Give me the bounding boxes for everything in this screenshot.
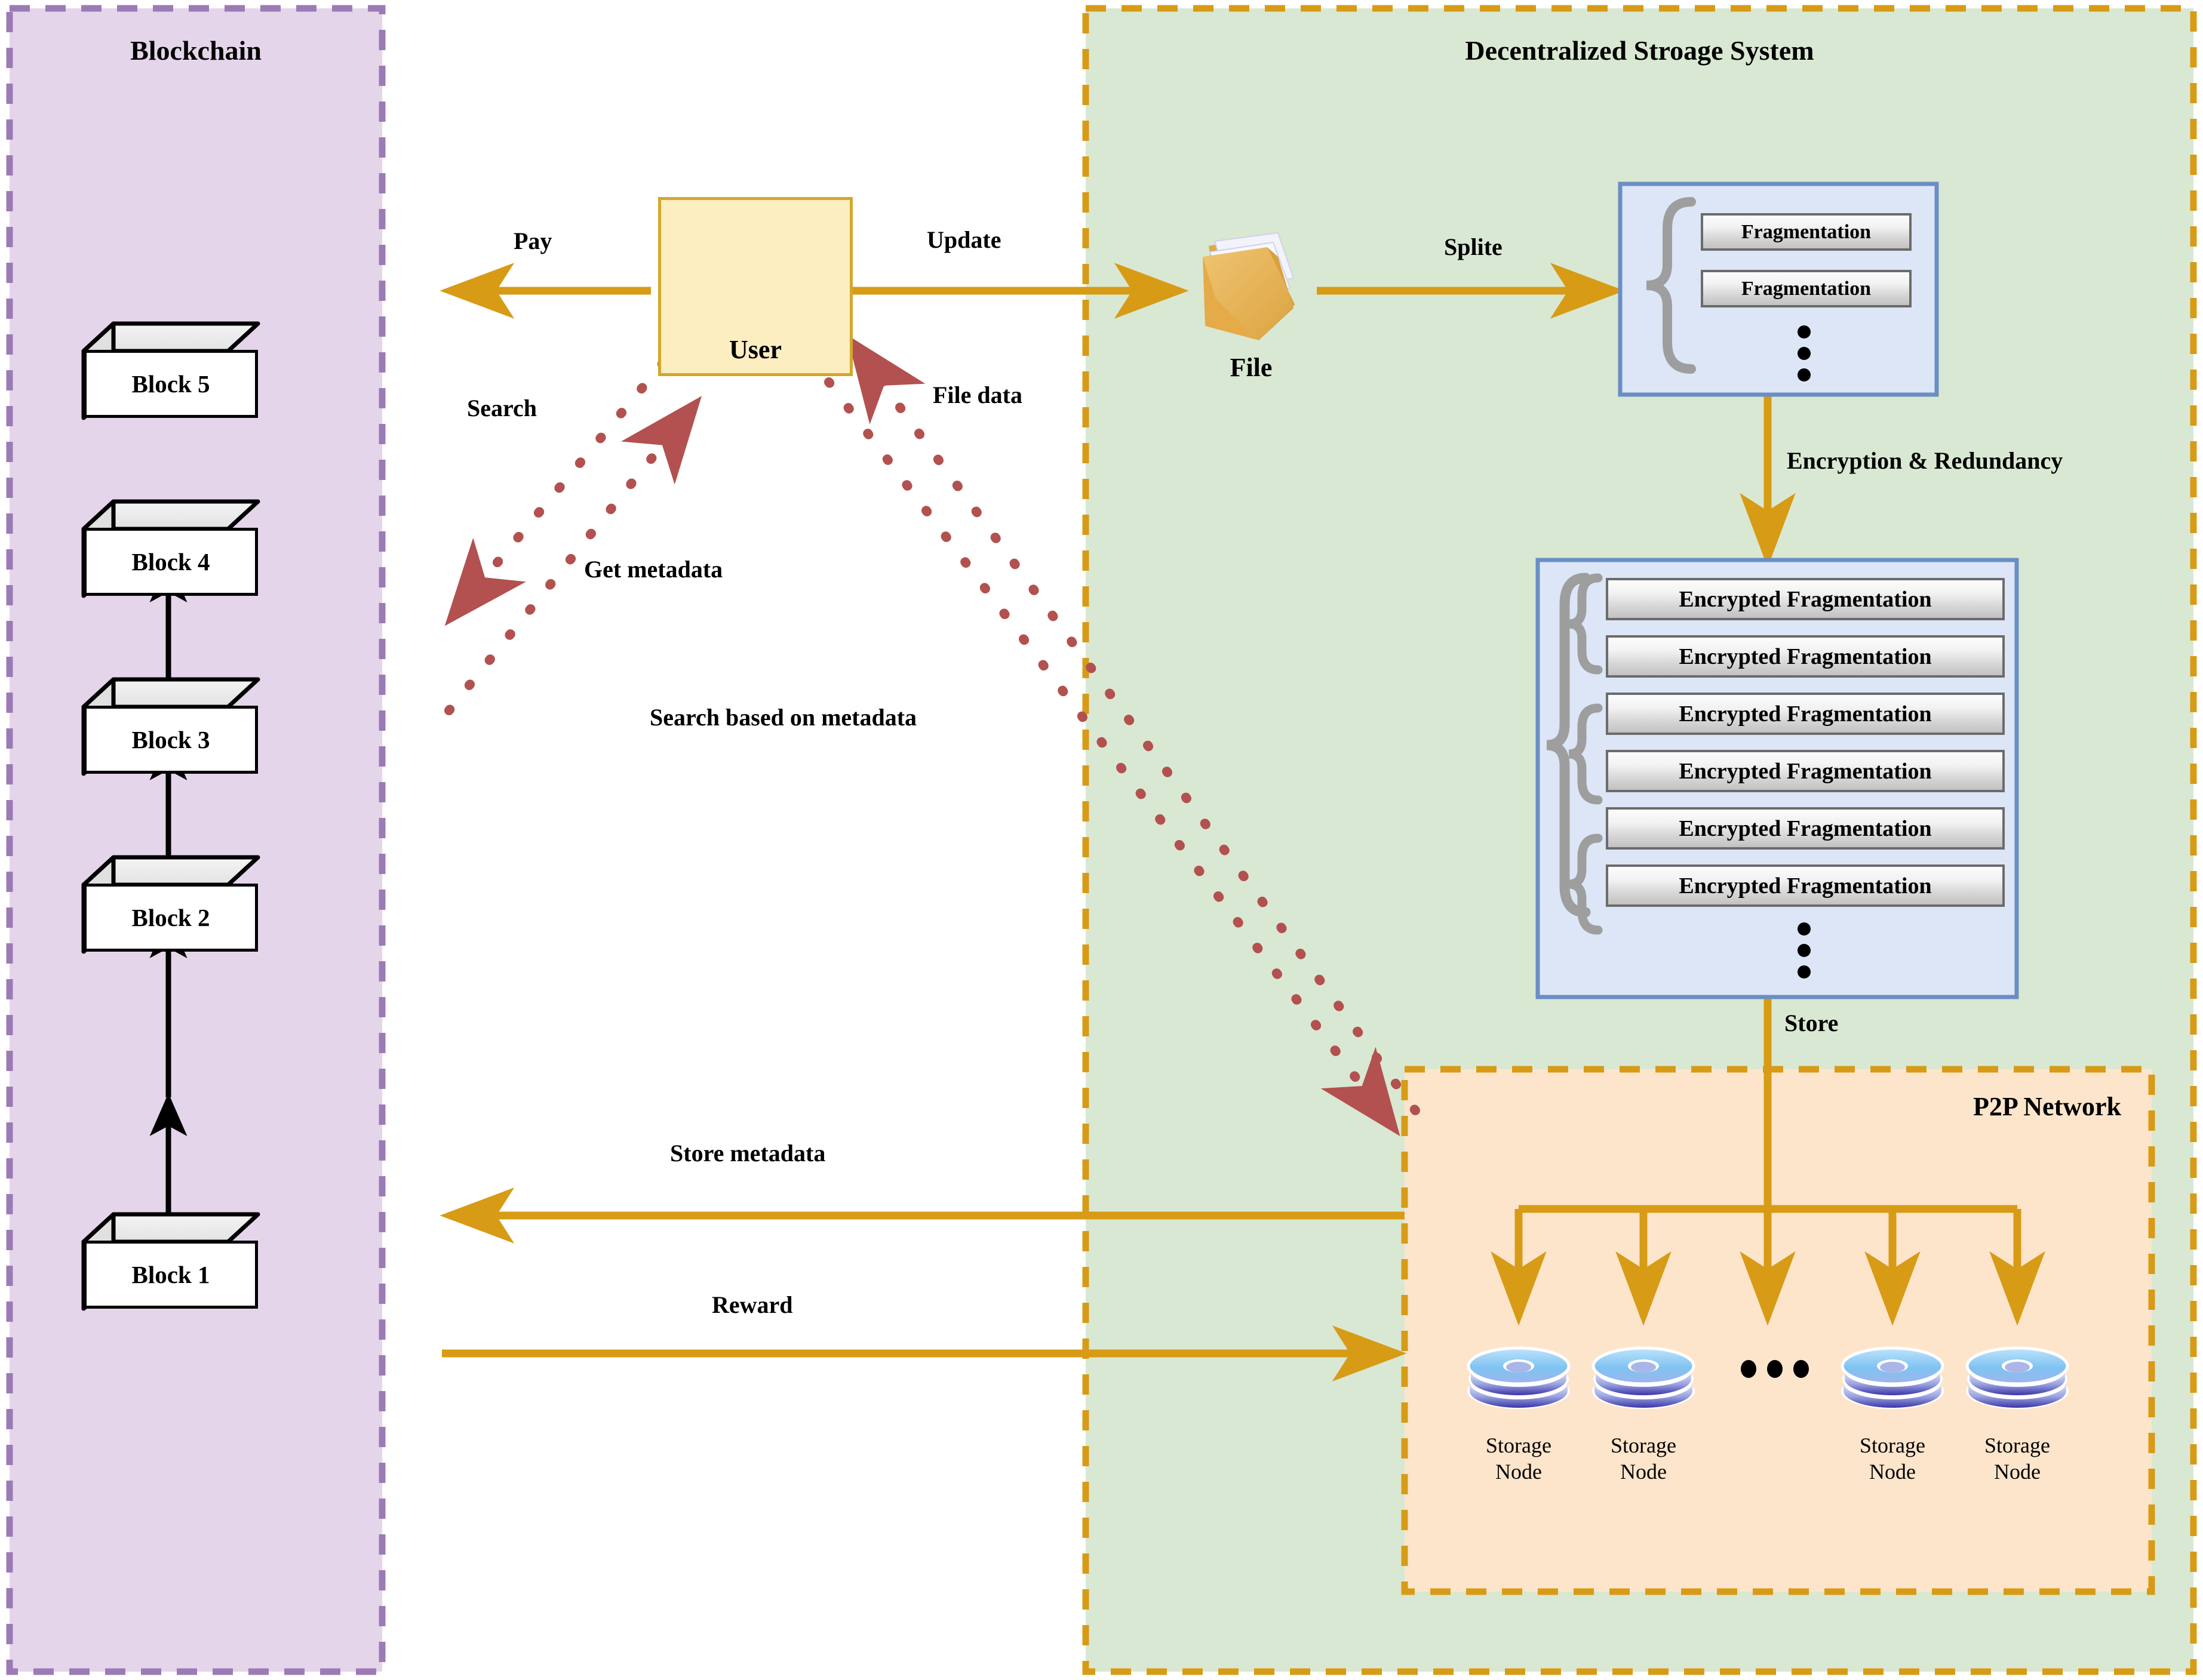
file-folder-icon xyxy=(1203,232,1295,340)
edge-label-splite: Splite xyxy=(1444,233,1503,260)
fragmentation-chip[interactable]: Fragmentation xyxy=(1701,270,1912,307)
user-label: User xyxy=(729,335,782,364)
edge-label-store: Store xyxy=(1784,1010,1839,1036)
encrypted-fragmentation-chip-label: Encrypted Fragmentation xyxy=(1679,644,1932,669)
storage-node-label-line1: Storage xyxy=(1984,1433,2050,1457)
storage-node-3[interactable]: Storage Node xyxy=(1827,1433,1958,1485)
file-label: File xyxy=(1230,353,1273,382)
fragmentation-brace-icon xyxy=(1646,197,1696,374)
edge-label-update: Update xyxy=(927,226,1001,253)
block-item-3[interactable]: Block 3 xyxy=(84,679,258,774)
encrypted-inner-braces-icon xyxy=(1568,573,1603,935)
storage-node-4[interactable]: Storage Node xyxy=(1952,1433,2083,1485)
encrypted-fragmentation-chip[interactable]: Encrypted Fragmentation xyxy=(1606,693,2005,735)
arrow-file-data xyxy=(846,334,1420,1115)
encrypted-fragmentation-chip-label: Encrypted Fragmentation xyxy=(1679,816,1932,841)
edge-label-store-metadata: Store metadata xyxy=(670,1140,826,1167)
fragmentation-chip-label: Fragmentation xyxy=(1741,277,1872,300)
edge-label-search-based-on-metadata: Search based on metadata xyxy=(650,704,917,731)
region-title-blockchain: Blockchain xyxy=(130,35,262,66)
storage-node-2[interactable]: Storage Node xyxy=(1578,1433,1709,1485)
storage-node-horizontal-dots-icon xyxy=(1741,1360,1809,1378)
storage-node-label-line1: Storage xyxy=(1486,1433,1551,1457)
encrypted-fragmentation-chip[interactable]: Encrypted Fragmentation xyxy=(1606,578,2005,620)
p2p-fanout-arrows xyxy=(1491,1205,2045,1326)
encrypted-fragmentation-chip-label: Encrypted Fragmentation xyxy=(1679,758,1932,784)
storage-node-label-line1: Storage xyxy=(1611,1433,1676,1457)
block-label: Block 3 xyxy=(84,706,258,774)
block-item-5[interactable]: Block 5 xyxy=(84,324,258,418)
region-p2p-network xyxy=(1401,1066,2155,1595)
arrow-search xyxy=(444,358,668,626)
edge-label-pay: Pay xyxy=(514,227,552,254)
encrypted-fragmentation-chip-label: Encrypted Fragmentation xyxy=(1679,873,1932,899)
edge-label-search: Search xyxy=(467,395,537,421)
arrow-search-based-on-metadata xyxy=(824,377,1400,1137)
edge-label-file-data: File data xyxy=(933,381,1022,408)
block-label: Block 4 xyxy=(84,528,258,596)
encrypted-outer-brace-icon xyxy=(1546,573,1591,918)
region-title-p2p-network: P2P Network xyxy=(1972,1092,2121,1121)
block-item-4[interactable]: Block 4 xyxy=(84,501,258,596)
edge-label-reward: Reward xyxy=(712,1291,793,1318)
block-label: Block 2 xyxy=(84,884,258,952)
edge-label-encryption-redundancy: Encryption & Redundancy xyxy=(1787,447,2063,474)
region-blockchain xyxy=(6,5,386,1675)
fragmentation-chip[interactable]: Fragmentation xyxy=(1701,213,1912,251)
storage-node-label-line2: Node xyxy=(1994,1459,2041,1484)
fragmentation-chip-label: Fragmentation xyxy=(1741,220,1872,243)
storage-node-label-line2: Node xyxy=(1869,1459,1916,1484)
storage-node-label-line2: Node xyxy=(1620,1459,1667,1484)
storage-node-label-line2: Node xyxy=(1495,1459,1542,1484)
encrypted-fragmentation-chip[interactable]: Encrypted Fragmentation xyxy=(1606,635,2005,678)
block-item-1[interactable]: Block 1 xyxy=(84,1214,258,1309)
encrypted-vertical-dots-icon xyxy=(1798,922,1811,979)
block-item-2[interactable]: Block 2 xyxy=(84,857,258,952)
encrypted-fragmentation-chip[interactable]: Encrypted Fragmentation xyxy=(1606,807,2005,850)
user-node[interactable]: User xyxy=(658,197,853,376)
arrow-get-metadata xyxy=(444,396,702,715)
storage-node-label-line1: Storage xyxy=(1860,1433,1925,1457)
encrypted-fragmentation-chip-label: Encrypted Fragmentation xyxy=(1679,586,1932,612)
storage-node-1[interactable]: Storage Node xyxy=(1453,1433,1584,1485)
encrypted-fragmentation-chip[interactable]: Encrypted Fragmentation xyxy=(1606,864,2005,907)
block-label: Block 5 xyxy=(84,350,258,418)
storage-node-disk-icons xyxy=(1467,1346,2069,1409)
fragmentation-vertical-dots-icon xyxy=(1798,325,1811,381)
block-label: Block 1 xyxy=(84,1241,258,1309)
encrypted-fragmentation-chip[interactable]: Encrypted Fragmentation xyxy=(1606,750,2005,792)
region-title-decentralized-storage: Decentralized Stroage System xyxy=(1465,35,1814,66)
edge-label-get-metadata: Get metadata xyxy=(584,556,723,583)
encrypted-fragmentation-chip-label: Encrypted Fragmentation xyxy=(1679,701,1932,727)
